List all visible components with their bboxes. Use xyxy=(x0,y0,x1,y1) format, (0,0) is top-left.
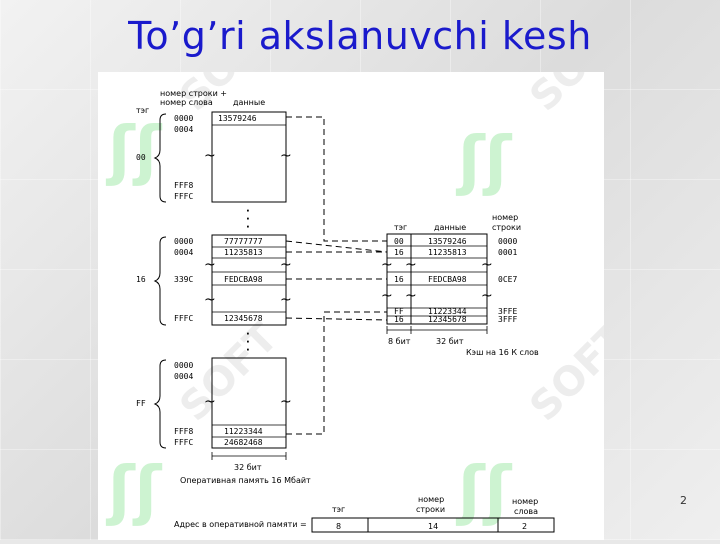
address-header-row-2: строки xyxy=(416,505,445,514)
svg-text:ʃʃ: ʃʃ xyxy=(455,454,513,528)
svg-text:·: · xyxy=(246,214,250,225)
memory-block-16-data-2: FEDCBA98 xyxy=(224,275,263,284)
memory-width-label: 32 бит xyxy=(234,463,262,472)
memory-block-ff-data-0: 11223344 xyxy=(224,427,263,436)
svg-text:·: · xyxy=(246,345,250,356)
memory-header-data: данные xyxy=(233,98,265,107)
memory-block-ff-addr-0: 0000 xyxy=(174,361,193,370)
svg-text:·: · xyxy=(246,337,250,348)
cache-row-4: 3FFF xyxy=(498,315,517,324)
memory-block-00-addr-1: 0004 xyxy=(174,125,193,134)
svg-text:ʃʃ: ʃʃ xyxy=(455,124,513,198)
cache-data-0: 13579246 xyxy=(428,237,467,246)
memory-block-00-data-0: 13579246 xyxy=(218,114,257,123)
memory-block-00-addr-3: FFFC xyxy=(174,192,193,201)
page-number: 2 xyxy=(680,494,687,507)
memory-block-16-addr-3: FFFC xyxy=(174,314,193,323)
svg-text:~: ~ xyxy=(280,257,292,273)
mapping-connectors xyxy=(285,116,388,435)
address-header-word-2: слова xyxy=(514,507,538,516)
diagram-panel: ʃʃ ʃʃ ʃʃ ʃʃ SOFT SOFT SOFT SOFT тэг номе… xyxy=(98,4,637,540)
cache-data-width-label: 32 бит xyxy=(436,337,464,346)
cache-caption: Кэш на 16 К слов xyxy=(466,348,539,357)
brace-icon xyxy=(153,359,167,449)
svg-text:·: · xyxy=(246,206,250,217)
cache-tag-width-label: 8 бит xyxy=(388,337,411,346)
memory-block-00-addr-0: 0000 xyxy=(174,114,193,123)
svg-text:~: ~ xyxy=(204,394,216,410)
svg-text:~: ~ xyxy=(280,148,292,164)
memory-block-ff xyxy=(211,357,287,449)
memory-block-00-addr-2: FFF8 xyxy=(174,181,193,190)
memory-block-16-data-3: 12345678 xyxy=(224,314,263,323)
cache-tag-2: 16 xyxy=(394,275,404,284)
cache-data-3: 11223344 xyxy=(428,307,467,316)
svg-text:~: ~ xyxy=(405,257,417,273)
address-header-tag: тэг xyxy=(332,505,345,514)
cache-tag-4: 16 xyxy=(394,315,404,324)
cache-data-4: 12345678 xyxy=(428,315,467,324)
memory-block-16-data-1: 11235813 xyxy=(224,248,263,257)
memory-block-ff-addr-3: FFFC xyxy=(174,438,193,447)
svg-text:~: ~ xyxy=(481,288,493,304)
memory-block-16-addr-1: 0004 xyxy=(174,248,193,257)
svg-text:~: ~ xyxy=(481,257,493,273)
brace-icon xyxy=(153,113,167,203)
cache-header-tag: тэг xyxy=(394,223,407,232)
svg-text:~: ~ xyxy=(280,292,292,308)
svg-text:~: ~ xyxy=(381,257,393,273)
memory-header-tag: тэг xyxy=(136,106,149,115)
address-row-bits: 14 xyxy=(428,522,438,531)
svg-text:~: ~ xyxy=(405,288,417,304)
memory-block-16-addr-0: 0000 xyxy=(174,237,193,246)
address-header-row: номер xyxy=(418,495,444,504)
memory-block-16-addr-2: 339C xyxy=(174,275,193,284)
memory-block-00-tag: 00 xyxy=(136,153,146,162)
svg-text:SOFT: SOFT xyxy=(521,314,604,430)
svg-text:~: ~ xyxy=(280,394,292,410)
memory-block-16-tag: 16 xyxy=(136,275,146,284)
cache-mapping-diagram: ʃʃ ʃʃ ʃʃ ʃʃ SOFT SOFT SOFT SOFT тэг номе… xyxy=(105,4,637,533)
brace-icon xyxy=(153,236,167,326)
memory-block-ff-addr-1: 0004 xyxy=(174,372,193,381)
watermark-logo: ʃʃ ʃʃ ʃʃ ʃʃ xyxy=(105,114,513,528)
address-header-word: номер xyxy=(512,497,538,506)
slide-title: To’g’ri akslanuvchi kesh xyxy=(128,14,592,58)
cache-header-row: номер xyxy=(492,213,518,222)
cache-header-row-2: строки xyxy=(492,223,521,232)
svg-text:~: ~ xyxy=(204,292,216,308)
cache-row-0: 0000 xyxy=(498,237,517,246)
memory-header-row-word-2: номер слова xyxy=(160,98,213,107)
svg-text:ʃʃ: ʃʃ xyxy=(105,454,163,528)
memory-block-ff-addr-2: FFF8 xyxy=(174,427,193,436)
svg-text:SOFT: SOFT xyxy=(521,72,604,120)
cache-tag-1: 16 xyxy=(394,248,404,257)
svg-text:·: · xyxy=(246,222,250,233)
cache-row-2: 0CE7 xyxy=(498,275,517,284)
memory-block-00 xyxy=(211,111,287,203)
svg-text:~: ~ xyxy=(204,257,216,273)
cache-data-2: FEDCBA98 xyxy=(428,275,467,284)
memory-block-16 xyxy=(211,234,287,326)
svg-text:~: ~ xyxy=(381,288,393,304)
address-bar xyxy=(311,517,555,533)
svg-text:~: ~ xyxy=(204,148,216,164)
memory-block-ff-data-1: 24682468 xyxy=(224,438,263,447)
cache-data-1: 11235813 xyxy=(428,248,467,257)
address-tag-bits: 8 xyxy=(336,522,341,531)
cache-row-1: 0001 xyxy=(498,248,517,257)
memory-block-16-data-0: 77777777 xyxy=(224,237,263,246)
cache-row-3: 3FFE xyxy=(498,307,517,316)
svg-text:·: · xyxy=(246,329,250,340)
cache-tag-3: FF xyxy=(394,307,404,316)
cache-header-data: данные xyxy=(434,223,466,232)
svg-text:ʃʃ: ʃʃ xyxy=(105,114,163,188)
address-label: Адрес в оперативной памяти = xyxy=(174,520,307,529)
memory-caption: Оперативная память 16 Мбайт xyxy=(180,476,311,485)
cache-tag-0: 00 xyxy=(394,237,404,246)
address-word-bits: 2 xyxy=(522,522,527,531)
memory-block-ff-tag: FF xyxy=(136,399,146,408)
memory-header-row-word: номер строки + xyxy=(160,89,227,98)
